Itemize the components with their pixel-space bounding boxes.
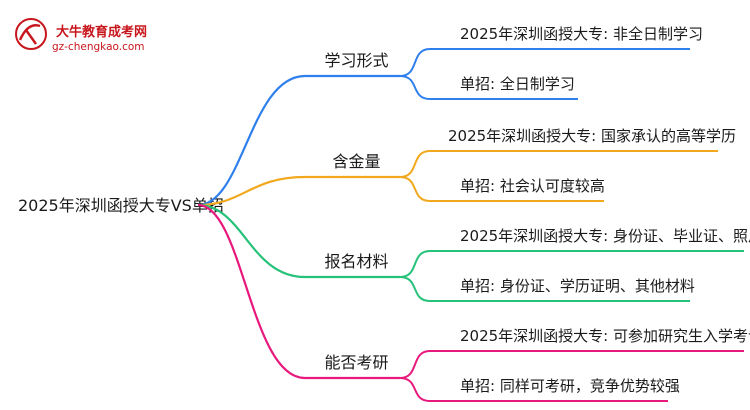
edge-branch-1-leaf-0 [399,150,431,178]
edge-branch-1-leaf-1 [399,176,431,202]
edge-branch-0-leaf-1 [399,75,431,100]
edge-root-branch-1 [197,175,306,207]
edge-branch-2-leaf-0 [399,250,431,278]
leaf-label-2-1: 单招: 身份证、学历证明、其他材料 [460,277,695,295]
edge-branch-0-leaf-0 [399,48,431,77]
leaf-label-3-1: 单招: 同样可考研，竞争优势较强 [460,377,680,395]
edge-root-branch-3 [197,203,306,380]
logo-url: gz-chengkao.com [52,41,145,53]
logo-mark-icon [15,18,47,50]
branch-label-1: 含金量 [332,152,380,171]
edge-branch-3-leaf-0 [399,350,431,379]
leaf-label-0-0: 2025年深圳函授大专: 非全日制学习 [460,25,703,43]
branch-label-3: 能否考研 [324,353,388,372]
edge-root-branch-0 [197,74,306,207]
mindmap-edges [197,48,744,402]
edge-root-branch-2 [197,203,306,279]
edge-branch-2-leaf-1 [399,276,431,302]
branch-label-2: 报名材料 [324,252,388,271]
leaf-label-3-0: 2025年深圳函授大专: 可参加研究生入学考试 [460,327,750,345]
leaf-label-1-0: 2025年深圳函授大专: 国家承认的高等学历 [448,127,736,145]
branch-label-0: 学习形式 [324,51,388,70]
leaf-label-1-1: 单招: 社会认可度较高 [460,177,605,195]
root-node-label: 2025年深圳函授大专VS单招 [18,196,224,215]
logo-name: 大牛教育成考网 [56,24,147,40]
leaf-label-0-1: 单招: 全日制学习 [460,75,575,93]
leaf-label-2-0: 2025年深圳函授大专: 身份证、毕业证、照片 [460,227,750,245]
edge-branch-3-leaf-1 [399,377,431,402]
